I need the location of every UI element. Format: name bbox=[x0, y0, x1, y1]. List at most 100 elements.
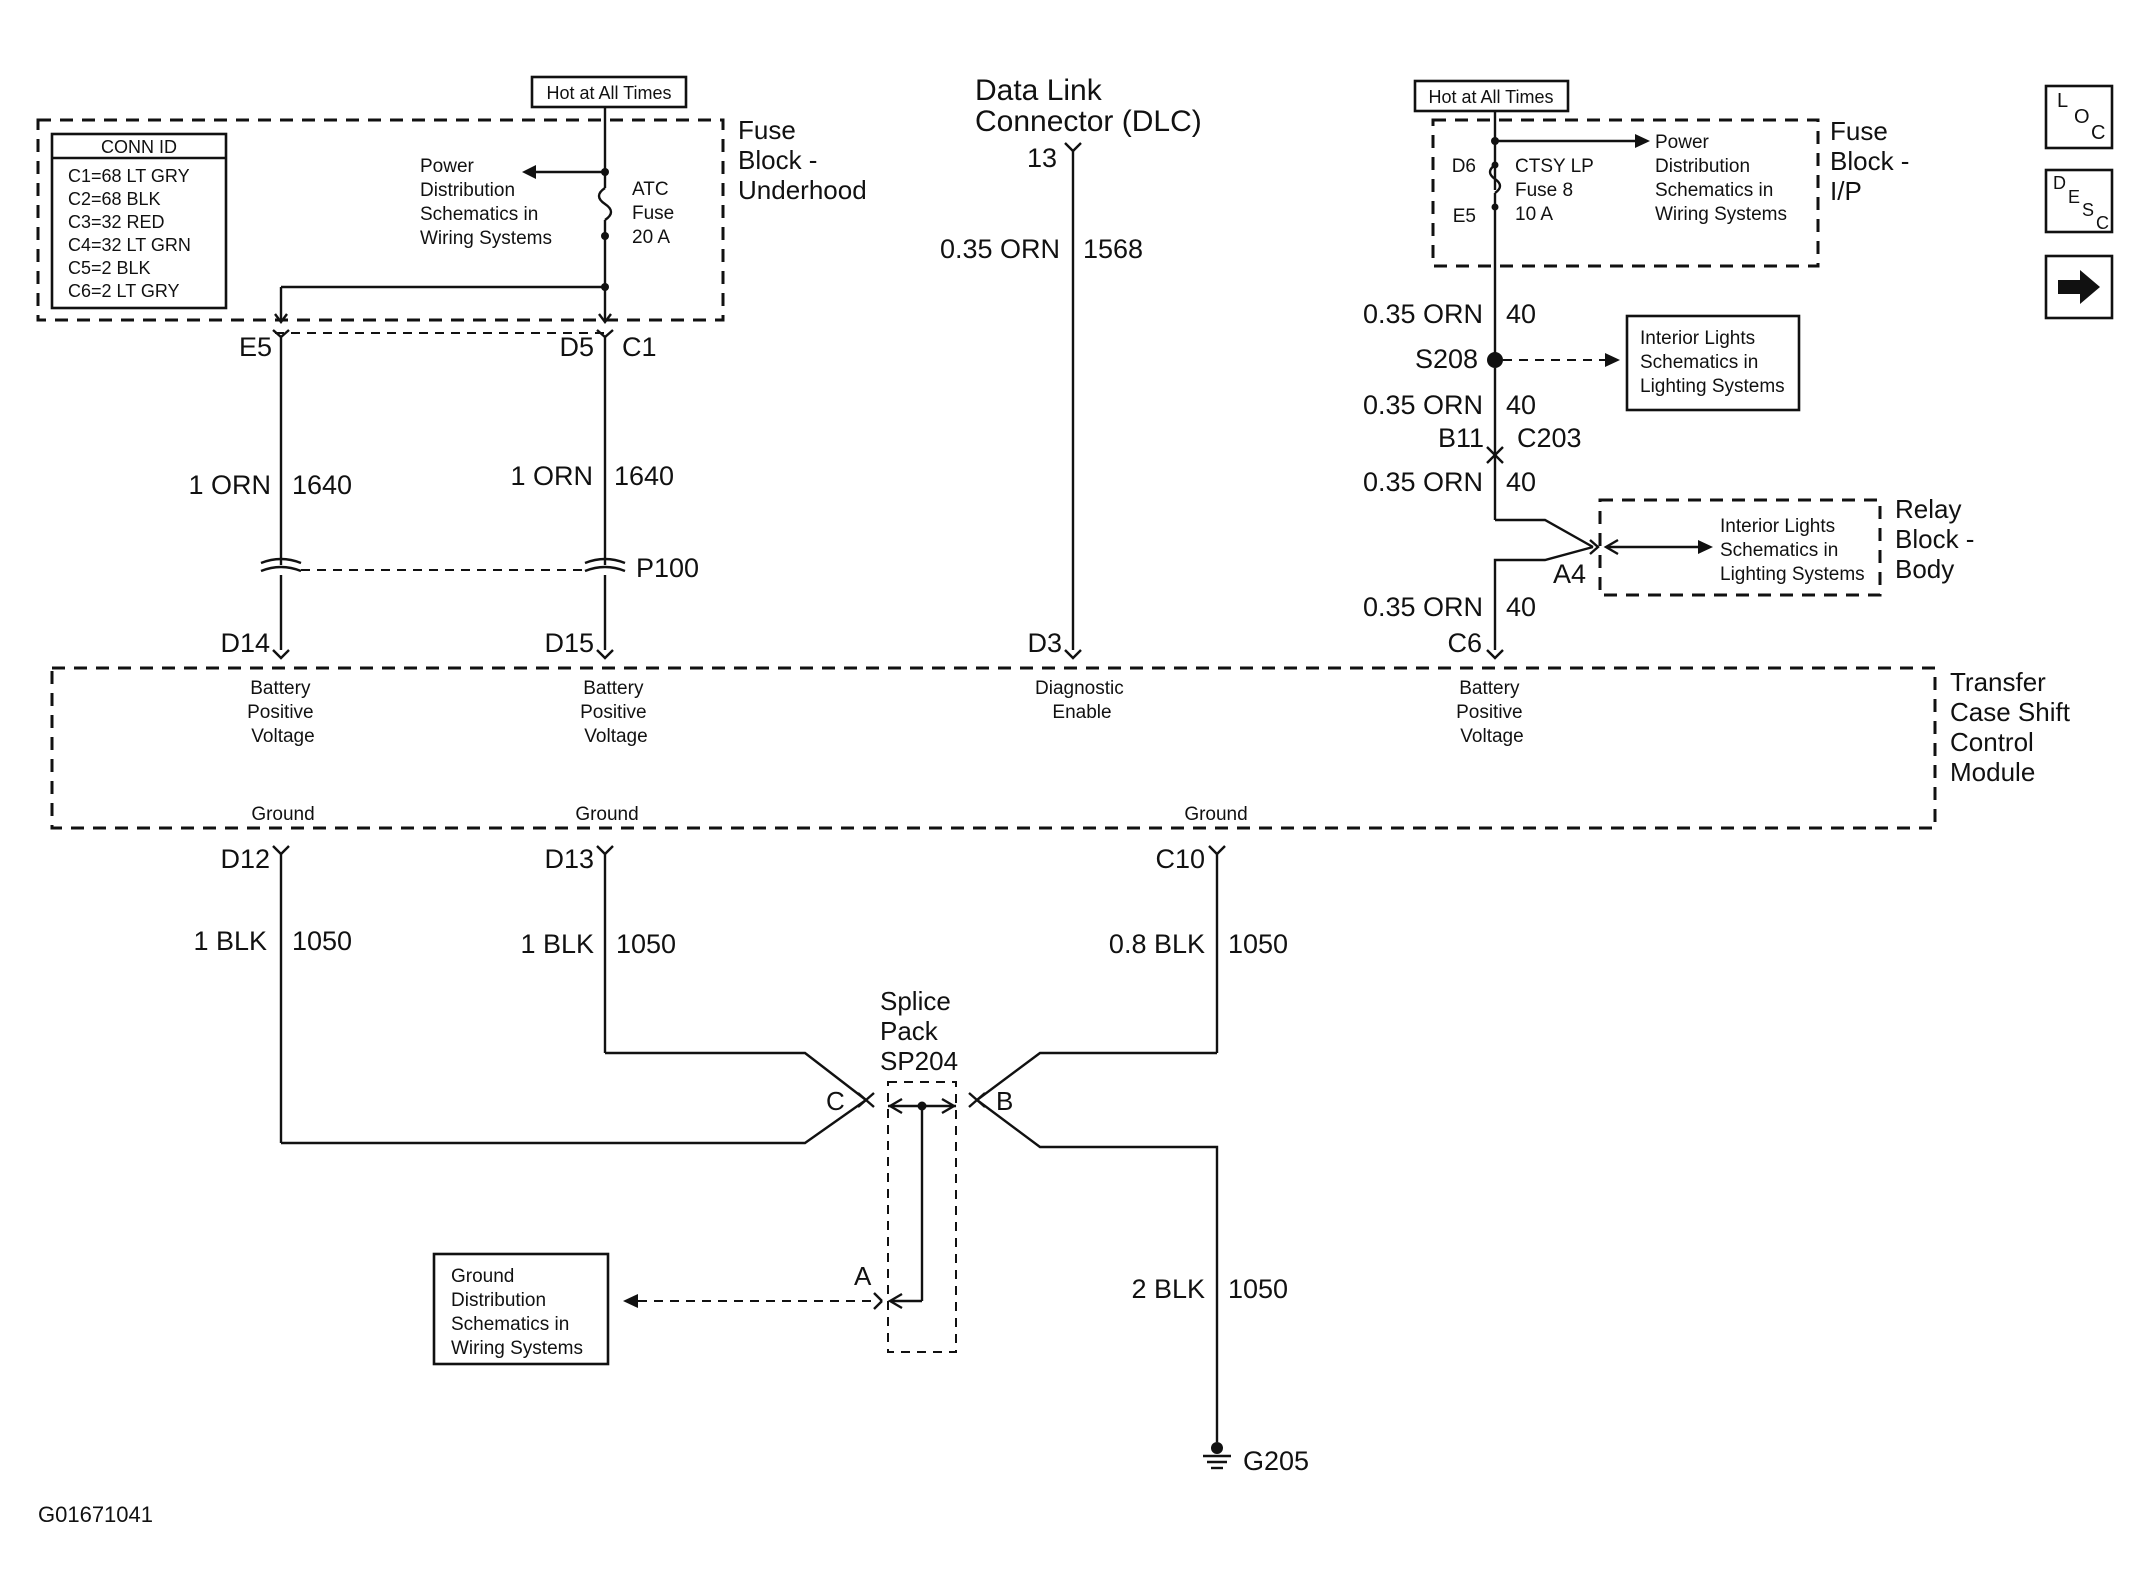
arrow-right-icon bbox=[1605, 353, 1620, 367]
connector-label: D5 bbox=[559, 332, 594, 362]
connector-label: E5 bbox=[239, 332, 272, 362]
splice-s208 bbox=[1487, 352, 1503, 368]
wire-circuit-label: 1050 bbox=[616, 929, 676, 959]
ctsy-fuse-label: CTSY LP Fuse 8 10 A bbox=[1515, 156, 1599, 225]
wire-circuit-label: 40 bbox=[1506, 390, 1536, 420]
fuse-block-ip: Hot at All Times D6 E5 CTSY LP Fuse 8 10… bbox=[1413, 79, 1917, 360]
relay-interior-lights-ref: Interior Lights Schematics in Lighting S… bbox=[1720, 516, 1865, 585]
module-pin-function: Battery Positive Voltage bbox=[580, 678, 652, 747]
module-pin-label: C10 bbox=[1155, 844, 1205, 874]
description-button[interactable]: D E S C bbox=[2044, 168, 2114, 234]
conn-id-row: C6=2 LT GRY bbox=[68, 281, 180, 301]
connector-label: C1 bbox=[622, 332, 657, 362]
module-ground-label: Ground bbox=[575, 804, 638, 825]
module-pin-function: Diagnostic Enable bbox=[1035, 678, 1129, 723]
relay-pin-label: A4 bbox=[1553, 559, 1586, 589]
wire-circuit-label: 1568 bbox=[1083, 234, 1143, 264]
conn-id-table: CONN ID C1=68 LT GRY C2=68 BLK C3=32 RED… bbox=[50, 132, 228, 310]
ground-symbol-icon bbox=[1203, 1442, 1231, 1470]
splice-pin-label: B bbox=[996, 1086, 1013, 1116]
right-arrow-icon bbox=[2058, 270, 2100, 304]
ground-distribution-ref-text: Ground Distribution Schematics in Wiring… bbox=[451, 1266, 583, 1359]
battery-feed-mid: D5 C1 1 ORN 1640 P100 D15 bbox=[301, 329, 699, 660]
module-pin-label: C6 bbox=[1447, 628, 1482, 658]
power-distribution-ref: Power Distribution Schematics in Wiring … bbox=[1655, 132, 1787, 225]
conn-id-row: C2=68 BLK bbox=[68, 189, 161, 209]
module-ground-label: Ground bbox=[251, 804, 314, 825]
module-pin-label: D12 bbox=[220, 844, 270, 874]
fuse-block-underhood: Hot at All Times Power Distribution Sche… bbox=[36, 75, 867, 324]
wire-size-label: 1 BLK bbox=[520, 929, 594, 959]
dlc-title: Data Link Connector (DLC) bbox=[975, 74, 1202, 138]
conn-id-row: C4=32 LT GRN bbox=[68, 235, 191, 255]
dlc-pin-label: 13 bbox=[1027, 143, 1057, 173]
wire-size-label: 0.35 ORN bbox=[1363, 299, 1483, 329]
wire-circuit-label: 1050 bbox=[1228, 929, 1288, 959]
ground-wire-left: D12 1 BLK 1050 bbox=[193, 844, 867, 1145]
wire-circuit-label: 1050 bbox=[1228, 1274, 1288, 1304]
hot-at-all-times-label: Hot at All Times bbox=[1428, 87, 1553, 107]
wire-size-label: 2 BLK bbox=[1131, 1274, 1205, 1304]
conn-id-row: C1=68 LT GRY bbox=[68, 166, 190, 186]
wire-size-label: 1 BLK bbox=[193, 926, 267, 956]
splice-pack-title: Splice Pack SP204 bbox=[880, 986, 958, 1076]
conn-id-row: C5=2 BLK bbox=[68, 258, 151, 278]
ground-point-label: G205 bbox=[1243, 1446, 1309, 1476]
wire-size-label: 0.35 ORN bbox=[940, 234, 1060, 264]
wire-size-label: 0.35 ORN bbox=[1363, 592, 1483, 622]
arrow-right-icon bbox=[1635, 134, 1650, 148]
fuse-symbol-icon bbox=[597, 187, 613, 221]
loc-letter: L bbox=[2057, 90, 2068, 112]
fuse-block-underhood-title: Fuse Block - Underhood bbox=[738, 115, 867, 205]
module-ground-label: Ground bbox=[1184, 804, 1247, 825]
arrow-right-icon bbox=[1698, 540, 1713, 554]
desc-letter: C bbox=[2096, 213, 2109, 233]
module-pin-function: Battery Positive Voltage bbox=[247, 678, 319, 747]
power-distribution-ref: Power Distribution Schematics in Wiring … bbox=[420, 156, 552, 249]
ground-wire-mid: D13 1 BLK 1050 C bbox=[520, 844, 875, 1116]
desc-letter: S bbox=[2082, 200, 2094, 220]
desc-letter: E bbox=[2068, 187, 2080, 207]
connector-label: B11 bbox=[1438, 423, 1484, 453]
interior-lights-ref: Interior Lights Schematics in Lighting S… bbox=[1640, 328, 1785, 397]
wire-circuit-label: 1050 bbox=[292, 926, 352, 956]
module-pin-label: D3 bbox=[1027, 628, 1062, 658]
module-title: Transfer Case Shift Control Module bbox=[1950, 667, 2077, 787]
location-button[interactable]: L O C bbox=[2044, 84, 2114, 150]
wire-circuit-label: 40 bbox=[1506, 299, 1536, 329]
desc-letter: D bbox=[2053, 173, 2066, 193]
wire-size-label: 0.35 ORN bbox=[1363, 390, 1483, 420]
splice-pin-label: C bbox=[826, 1086, 845, 1116]
next-page-button[interactable] bbox=[2044, 254, 2114, 320]
splice-pin-label: A bbox=[854, 1261, 872, 1291]
battery-feed-left: E5 1 ORN 1640 D14 bbox=[188, 329, 611, 660]
splice-label: S208 bbox=[1415, 344, 1478, 374]
wire-circuit-label: 1640 bbox=[614, 461, 674, 491]
splice-pack-sp204: Splice Pack SP204 A bbox=[623, 986, 958, 1353]
wire-size-label: 1 ORN bbox=[510, 461, 593, 491]
wire-circuit-label: 1640 bbox=[292, 470, 352, 500]
loc-letter: O bbox=[2074, 106, 2090, 128]
inline-connector-icon bbox=[260, 557, 302, 573]
figure-id: G01671041 bbox=[38, 1502, 153, 1527]
data-link-connector: Data Link Connector (DLC) 13 0.35 ORN 15… bbox=[940, 74, 1202, 660]
loc-letter: C bbox=[2091, 122, 2105, 144]
relay-block-title: Relay Block - Body bbox=[1895, 494, 1982, 584]
wire-circuit-label: 40 bbox=[1506, 592, 1536, 622]
fuse-pin-label: D6 bbox=[1452, 156, 1476, 177]
wire-size-label: 1 ORN bbox=[188, 470, 271, 500]
fuse-block-ip-title: Fuse Block - I/P bbox=[1830, 116, 1917, 206]
module-pin-function: Battery Positive Voltage bbox=[1456, 678, 1528, 747]
module-pin-label: D14 bbox=[220, 628, 270, 658]
module-pin-label: D13 bbox=[544, 844, 594, 874]
arrow-left-icon bbox=[522, 165, 536, 179]
ground-distribution-ref: Ground Distribution Schematics in Wiring… bbox=[432, 1252, 610, 1366]
wire-size-label: 0.8 BLK bbox=[1109, 929, 1205, 959]
fuse-symbol-icon bbox=[1488, 164, 1502, 194]
wire-circuit-label: 40 bbox=[1506, 467, 1536, 497]
fuse-pin-label: E5 bbox=[1453, 206, 1476, 227]
conn-id-title: CONN ID bbox=[101, 137, 177, 157]
wire-size-label: 0.35 ORN bbox=[1363, 467, 1483, 497]
conn-id-row: C3=32 RED bbox=[68, 212, 165, 232]
